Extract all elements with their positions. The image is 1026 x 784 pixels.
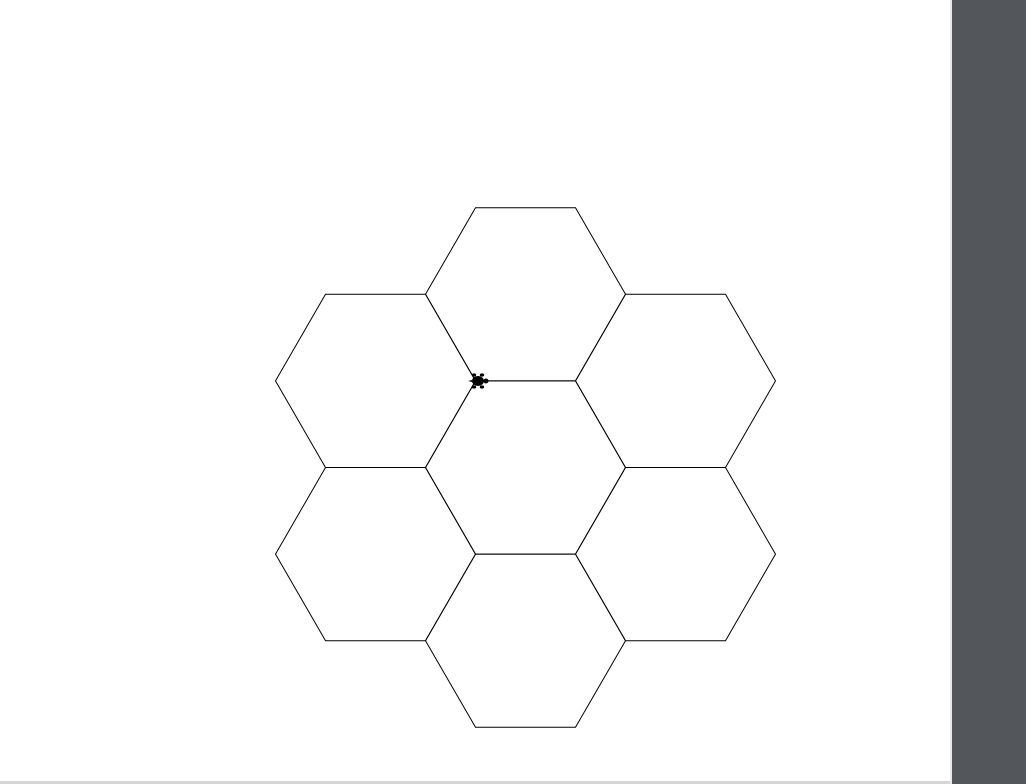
hexagon-2 — [424, 207, 627, 382]
turtle-icon — [468, 373, 489, 389]
right-side-panel — [952, 0, 1026, 784]
hexagon-4 — [274, 293, 477, 468]
hexagon-group — [274, 207, 777, 728]
hexagon-5 — [574, 293, 777, 468]
hexagon-6 — [274, 467, 477, 642]
hexagon-3 — [424, 553, 627, 728]
hexagon-1 — [424, 380, 627, 555]
drawing-surface — [274, 207, 777, 728]
hexagon-7 — [574, 467, 777, 642]
horizontal-scrollbar-edge — [0, 781, 950, 784]
canvas-border — [950, 0, 952, 784]
turtle-canvas[interactable] — [0, 0, 950, 781]
